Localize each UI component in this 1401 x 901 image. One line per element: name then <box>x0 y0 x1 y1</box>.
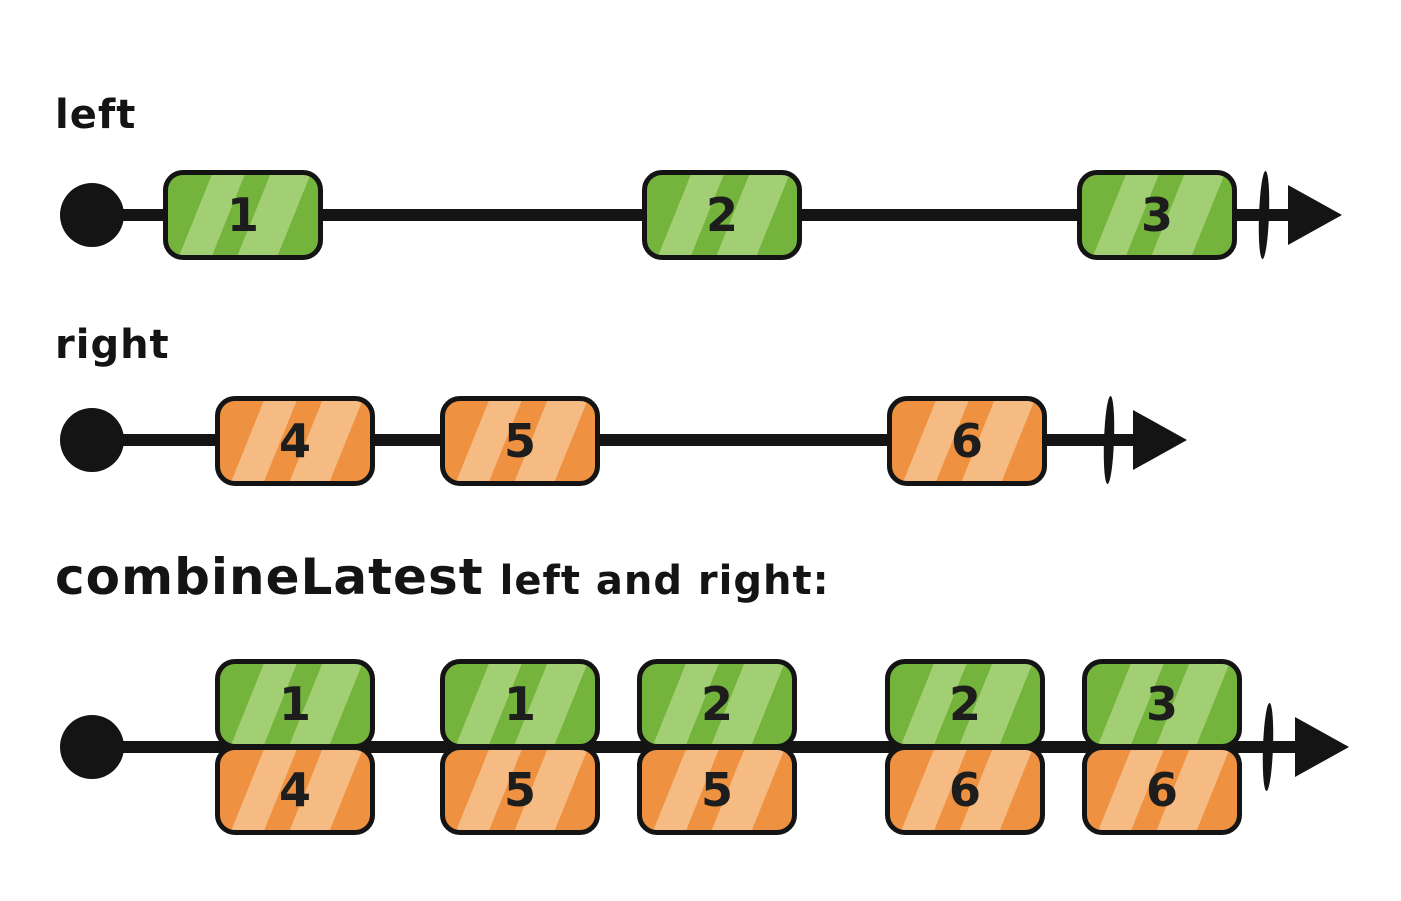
marble-value: 2 <box>700 677 733 731</box>
result-label-suffix: left and right: <box>499 558 830 604</box>
result-operator-name: combineLatest <box>55 548 484 606</box>
marble-value: 1 <box>226 188 259 242</box>
result-arrowhead-icon <box>1295 717 1349 777</box>
marble-right-5: 5 <box>440 396 600 486</box>
marble-value: 3 <box>1140 188 1173 242</box>
result-end-tick <box>1261 702 1275 792</box>
marble-value: 5 <box>700 763 733 817</box>
marble-value: 6 <box>948 763 981 817</box>
marble-value: 1 <box>503 677 536 731</box>
result-pair-4-top: 2 <box>885 659 1045 749</box>
stream-left-end-tick <box>1257 170 1271 260</box>
marble-value: 4 <box>278 763 311 817</box>
result-pair-5-bottom: 6 <box>1082 745 1242 835</box>
stream-right-end-tick <box>1102 395 1116 485</box>
result-pair-2-top: 1 <box>440 659 600 749</box>
marble-value: 3 <box>1145 677 1178 731</box>
stream-left-start-dot <box>60 183 124 247</box>
marble-value: 1 <box>278 677 311 731</box>
result-start-dot <box>60 715 124 779</box>
result-pair-1-bottom: 4 <box>215 745 375 835</box>
marble-left-3: 3 <box>1077 170 1237 260</box>
result-pair-2-bottom: 5 <box>440 745 600 835</box>
stream-left-arrowhead-icon <box>1288 185 1342 245</box>
stream-right-start-dot <box>60 408 124 472</box>
marble-value: 5 <box>503 414 536 468</box>
result-label: combineLatest left and right: <box>55 548 830 606</box>
marble-right-6: 6 <box>887 396 1047 486</box>
stream-right-arrowhead-icon <box>1133 410 1187 470</box>
marble-value: 6 <box>1145 763 1178 817</box>
marble-value: 2 <box>705 188 738 242</box>
marble-value: 5 <box>503 763 536 817</box>
stream-left-label: left <box>55 92 137 138</box>
result-pair-3-top: 2 <box>637 659 797 749</box>
marble-value: 6 <box>950 414 983 468</box>
marble-value: 2 <box>948 677 981 731</box>
result-pair-1-top: 1 <box>215 659 375 749</box>
marble-left-2: 2 <box>642 170 802 260</box>
marble-right-4: 4 <box>215 396 375 486</box>
marble-value: 4 <box>278 414 311 468</box>
result-pair-5-top: 3 <box>1082 659 1242 749</box>
marble-left-1: 1 <box>163 170 323 260</box>
result-pair-4-bottom: 6 <box>885 745 1045 835</box>
stream-right-label: right <box>55 322 170 368</box>
result-pair-3-bottom: 5 <box>637 745 797 835</box>
